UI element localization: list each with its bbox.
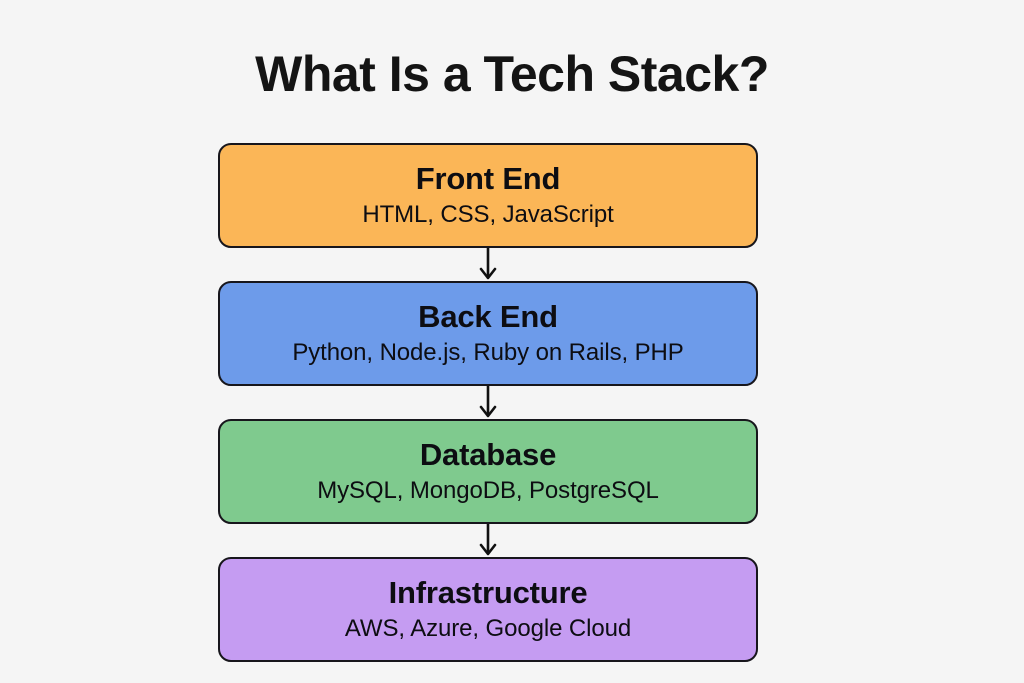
layer-box-infrastructure[interactable]: Infrastructure AWS, Azure, Google Cloud [218,557,758,662]
layer-title: Infrastructure [388,575,588,611]
connector-database-to-infrastructure [218,524,758,557]
layer-title: Front End [415,161,561,197]
connector-front-end-to-back-end [218,248,758,281]
layer-title: Back End [418,299,558,335]
down-arrow-icon [479,386,497,418]
layer-title: Database [419,437,557,473]
layer-box-database[interactable]: Database MySQL, MongoDB, PostgreSQL [218,419,758,524]
layer-subtitle: MySQL, MongoDB, PostgreSQL [317,477,659,505]
connector-back-end-to-database [218,386,758,419]
layer-subtitle: AWS, Azure, Google Cloud [344,615,632,643]
tech-stack-flow: Front End HTML, CSS, JavaScript Back End… [218,143,758,662]
layer-subtitle: Python, Node.js, Ruby on Rails, PHP [292,339,684,367]
layer-subtitle: HTML, CSS, JavaScript [362,201,614,229]
down-arrow-icon [479,248,497,280]
layer-box-back-end[interactable]: Back End Python, Node.js, Ruby on Rails,… [218,281,758,386]
layer-box-front-end[interactable]: Front End HTML, CSS, JavaScript [218,143,758,248]
down-arrow-icon [479,524,497,556]
page-title: What Is a Tech Stack? [255,46,769,102]
